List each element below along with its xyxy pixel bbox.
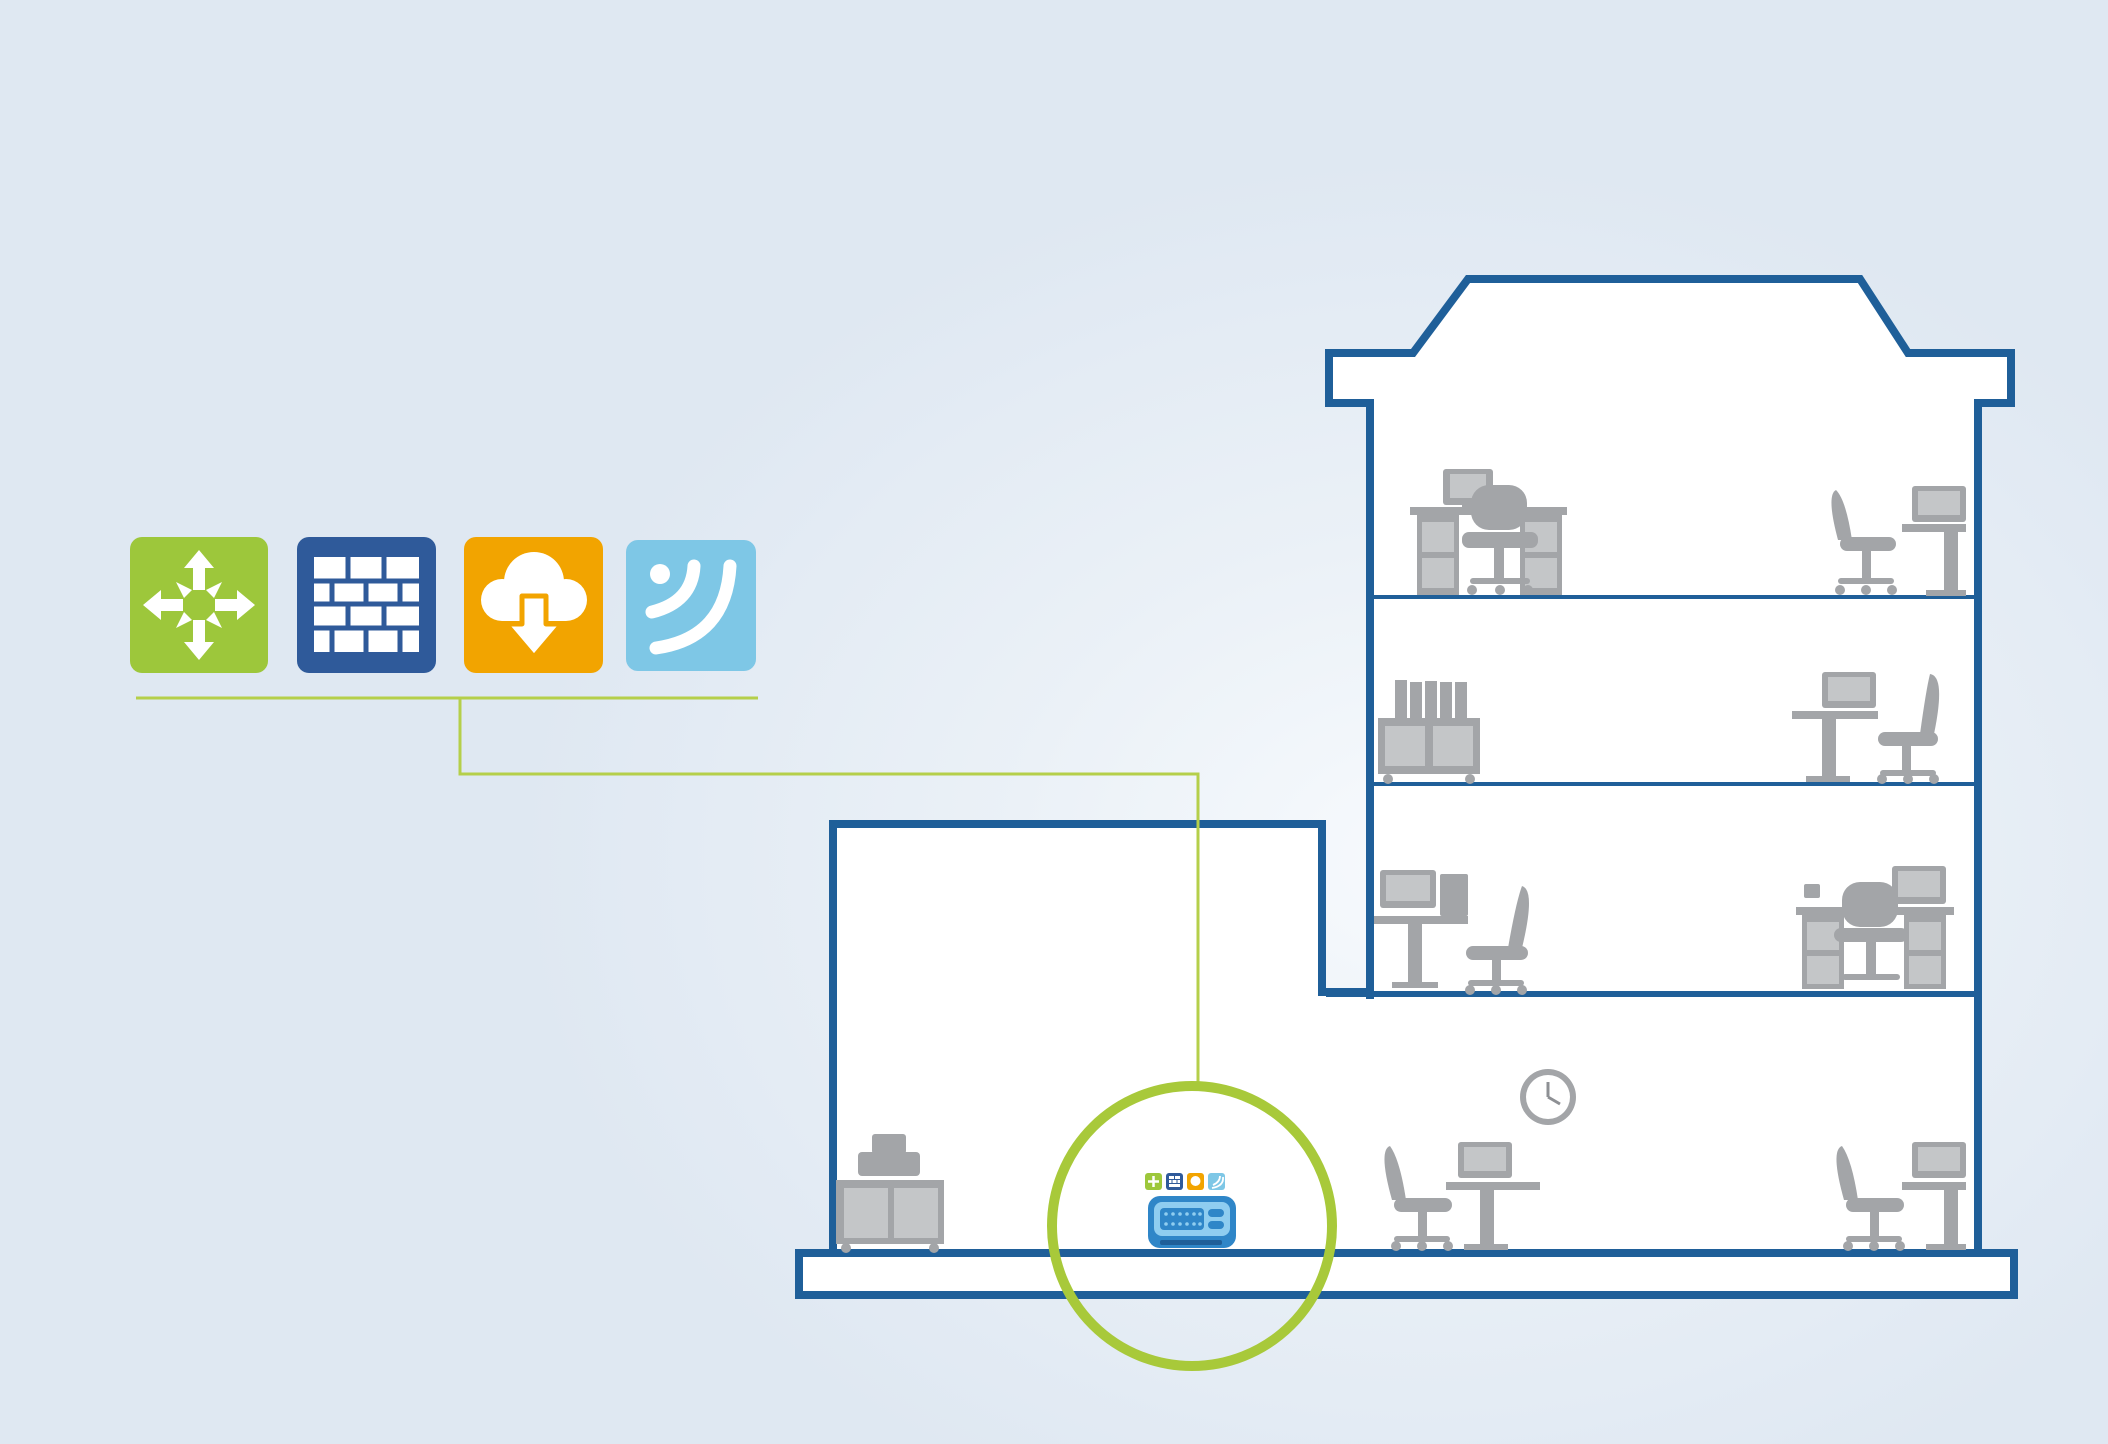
office-chair [1384, 1146, 1453, 1251]
routing-icon [130, 537, 268, 673]
connector [136, 696, 1200, 1084]
tower-roof [1325, 275, 2015, 999]
office-chair [1462, 485, 1538, 595]
office-chair [1836, 1146, 1905, 1251]
bookshelf [1378, 680, 1480, 784]
printer-cabinet [836, 1134, 944, 1253]
floor-slab [795, 1249, 2018, 1299]
highlight-ring [1047, 1081, 1337, 1371]
furniture [836, 469, 1966, 1253]
building [795, 275, 2018, 1299]
desk-with-monitor [1446, 1142, 1540, 1250]
desk-with-monitor [1792, 672, 1878, 782]
desk-with-monitor [1796, 866, 1954, 989]
unified-gateway-device [1145, 1173, 1236, 1248]
wall-clock-icon [1520, 1069, 1576, 1125]
wireless-icon [626, 540, 756, 671]
firewall-icon [297, 537, 436, 673]
office-chair [1834, 882, 1908, 980]
cloud-download-icon [464, 537, 603, 673]
desk-with-monitor [1902, 1142, 1966, 1250]
desk-with-pc [1374, 870, 1468, 988]
service-icons [130, 537, 756, 673]
office-chair [1831, 490, 1897, 595]
office-chair [1877, 674, 1940, 784]
office-chair [1465, 886, 1529, 995]
connector-line [458, 698, 1200, 1084]
desk-with-monitor [1902, 486, 1966, 596]
